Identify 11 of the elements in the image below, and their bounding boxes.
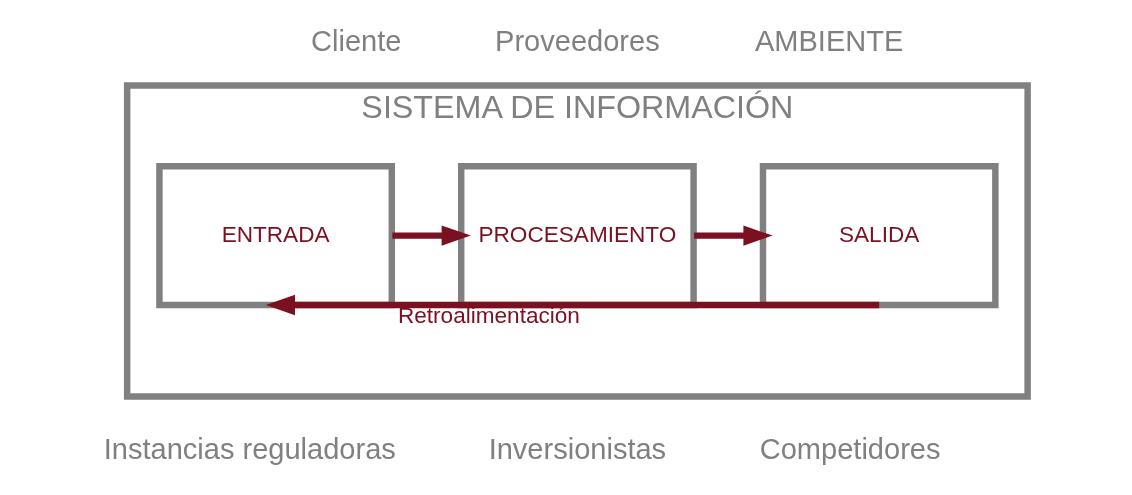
label: Inversionistas bbox=[488, 432, 666, 465]
label: Cliente bbox=[310, 24, 401, 57]
arrow bbox=[391, 225, 471, 246]
node-box: SALIDA bbox=[759, 163, 999, 309]
label: Proveedores bbox=[494, 24, 660, 57]
label: Competidores bbox=[759, 432, 940, 465]
label: Instancias reguladoras bbox=[103, 432, 396, 465]
label: AMBIENTE bbox=[754, 24, 903, 57]
arrow bbox=[693, 225, 773, 246]
node-box: ENTRADA bbox=[155, 163, 395, 309]
arrow bbox=[265, 294, 879, 316]
